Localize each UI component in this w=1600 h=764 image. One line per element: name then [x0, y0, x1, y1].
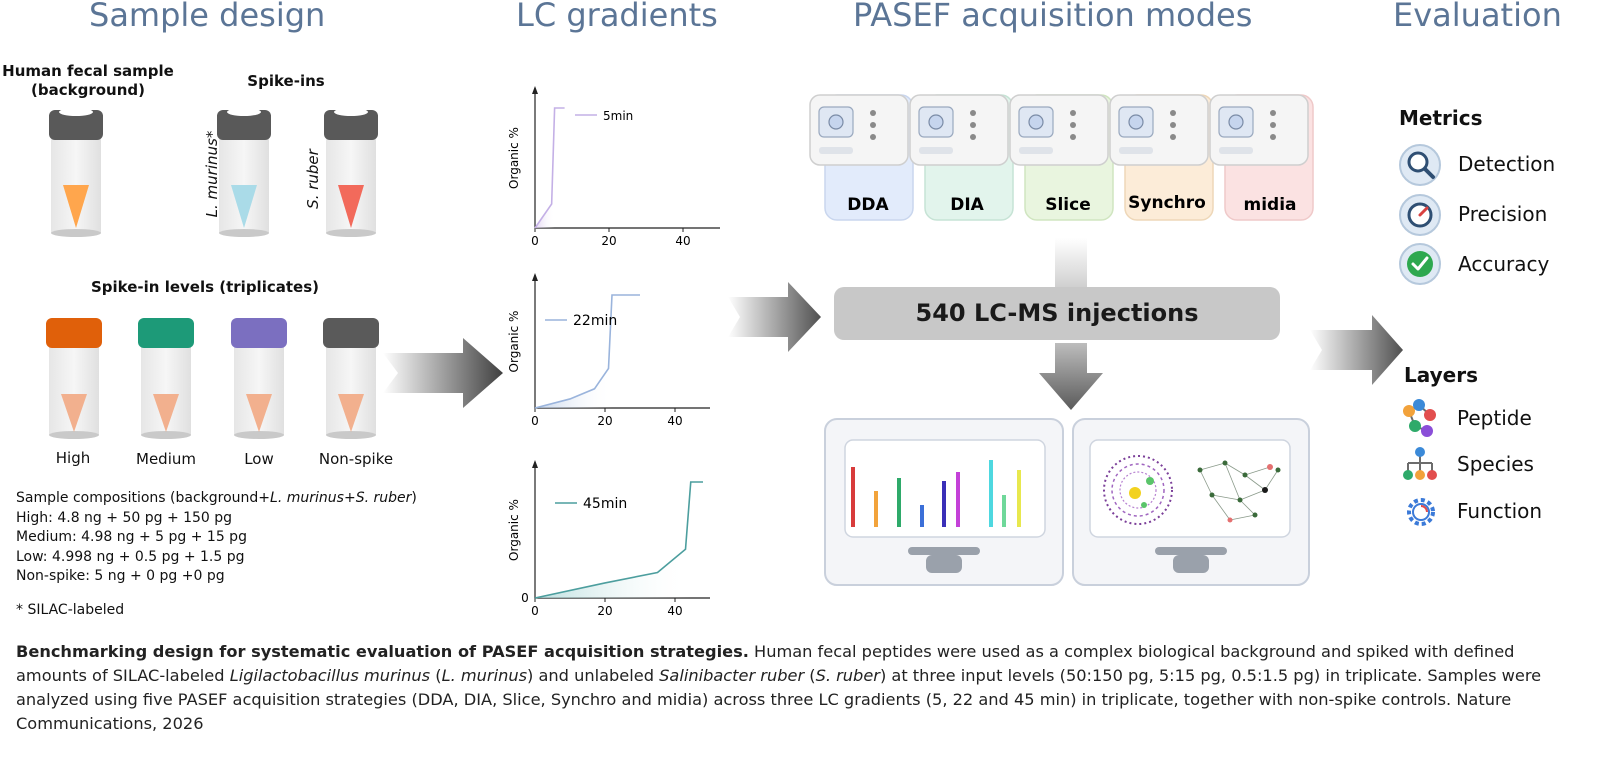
- series-area: [535, 482, 691, 598]
- phylogenetic-tree-icon: [1103, 455, 1173, 525]
- series-area: [535, 108, 555, 228]
- mode-card-dia: [909, 94, 1014, 221]
- level-label-high: High: [55, 449, 91, 467]
- gear-icon: [1407, 498, 1435, 526]
- mode-label-dia: DIA: [950, 195, 984, 215]
- tube-level-high: [46, 318, 102, 439]
- x-tick-label: 20: [597, 414, 612, 428]
- pasef-mode-cards: DDA DIA Slice Synchro midia: [809, 94, 1314, 221]
- monitor-barchart: [824, 418, 1064, 586]
- checkmark-icon: [1399, 243, 1441, 285]
- arrow-right-icon: [383, 338, 503, 408]
- y-axis-label: Organic %: [507, 311, 521, 373]
- figure-caption: Benchmarking design for systematic evalu…: [16, 642, 1542, 733]
- y-axis-arrow: [532, 273, 538, 281]
- series-line: [534, 294, 640, 409]
- gradient-chart-5min: 0 20 40 Organic % 5min: [507, 86, 720, 248]
- arrow-down-icon: [1039, 238, 1103, 410]
- mode-card-slice: [1009, 94, 1114, 221]
- layer-function: Function: [1457, 499, 1543, 523]
- y-axis-arrow: [532, 460, 538, 468]
- network-graph-icon: [1199, 462, 1279, 521]
- tube-level-low: [231, 318, 287, 439]
- header-evaluation: Evaluation: [1393, 0, 1562, 34]
- metric-icons: [1399, 144, 1441, 285]
- level-label-nonspike: Non-spike: [318, 450, 394, 468]
- legend-label: 22min: [573, 313, 617, 329]
- tube-level-medium: [138, 318, 194, 439]
- s-ruber-label: S. ruber: [304, 149, 322, 209]
- layers-title: Layers: [1404, 363, 1478, 387]
- level-label-medium: Medium: [136, 450, 196, 468]
- mode-card-midia: [1209, 94, 1314, 221]
- x-tick-label: 20: [601, 234, 616, 248]
- injections-box: 540 LC-MS injections: [834, 287, 1280, 340]
- compositions-heading: Sample compositions (background+L. murin…: [16, 490, 417, 506]
- layer-species: Species: [1457, 452, 1534, 476]
- tube-background: [49, 108, 103, 237]
- x-tick-label: 0: [531, 414, 539, 428]
- y-axis-arrow: [532, 86, 538, 94]
- result-monitors: [824, 418, 1310, 586]
- composition-line: Low: 4.998 ng + 0.5 pg + 1.5 pg: [16, 548, 245, 565]
- metrics-title: Metrics: [1399, 106, 1483, 130]
- legend-label: 45min: [583, 496, 627, 512]
- x-tick-label: 0: [531, 234, 539, 248]
- x-tick-label: 40: [667, 414, 682, 428]
- spikeins-label: Spike-ins: [247, 72, 325, 90]
- x-tick-label: 40: [667, 604, 682, 618]
- species-tree-icon: [1403, 447, 1437, 480]
- caption-title: Benchmarking design for systematic evalu…: [16, 642, 749, 661]
- monitor-network: [1072, 418, 1310, 586]
- l-murinus-label: L. murinus*: [203, 130, 221, 218]
- composition-line: High: 4.8 ng + 50 pg + 150 pg: [16, 509, 233, 526]
- mode-label-slice: Slice: [1045, 195, 1091, 215]
- y-axis-label: Organic %: [507, 127, 521, 189]
- header-pasef-modes: PASEF acquisition modes: [853, 0, 1253, 34]
- tube-l-murinus: [217, 108, 271, 237]
- composition-line: Non-spike: 5 ng + 0 pg +0 pg: [16, 568, 225, 584]
- y-axis-label: Organic %: [507, 499, 521, 561]
- tube-level-nonspike: [323, 318, 379, 439]
- metric-precision: Precision: [1458, 202, 1548, 226]
- arrow-right-icon: [1310, 315, 1403, 385]
- tube-s-ruber: [324, 108, 378, 237]
- sample-compositions: Sample compositions (background+L. murin…: [16, 489, 417, 620]
- silac-note: * SILAC-labeled: [16, 601, 125, 618]
- mode-label-dda: DDA: [847, 195, 889, 215]
- x-tick-label: 0: [531, 604, 539, 618]
- peptide-chain-icon: [1403, 399, 1436, 437]
- background-label-line2: (background): [31, 81, 145, 99]
- series-line: [534, 481, 703, 599]
- magnifier-icon: [1399, 144, 1441, 186]
- header-lc-gradients: LC gradients: [516, 0, 718, 34]
- gauge-icon: [1399, 194, 1441, 236]
- mode-label-synchro: Synchro: [1128, 193, 1206, 213]
- arrow-right-icon: [728, 282, 821, 352]
- background-label-line1: Human fecal sample: [2, 62, 174, 80]
- gradient-chart-45min: 0 20 40 0 Organic % 45min: [507, 460, 710, 618]
- x-tick-label: 40: [675, 234, 690, 248]
- composition-line: Medium: 4.98 ng + 5 pg + 15 pg: [16, 529, 247, 545]
- series-line: [534, 107, 565, 229]
- series-area: [535, 295, 612, 408]
- header-sample-design: Sample design: [89, 0, 326, 34]
- sample-tubes: [46, 108, 379, 439]
- mode-label-midia: midia: [1243, 195, 1296, 215]
- layer-icons: [1403, 399, 1437, 526]
- mode-card-dda: [809, 94, 914, 221]
- legend-label: 5min: [603, 109, 633, 123]
- metric-accuracy: Accuracy: [1458, 252, 1550, 276]
- layer-peptide: Peptide: [1457, 406, 1532, 430]
- x-tick-label: 20: [597, 604, 612, 618]
- level-label-low: Low: [244, 450, 274, 468]
- levels-title: Spike-in levels (triplicates): [91, 278, 319, 296]
- gradient-chart-22min: 0 20 40 Organic % 22min: [507, 273, 710, 428]
- metric-detection: Detection: [1458, 152, 1556, 176]
- y-tick-label: 0: [521, 591, 529, 605]
